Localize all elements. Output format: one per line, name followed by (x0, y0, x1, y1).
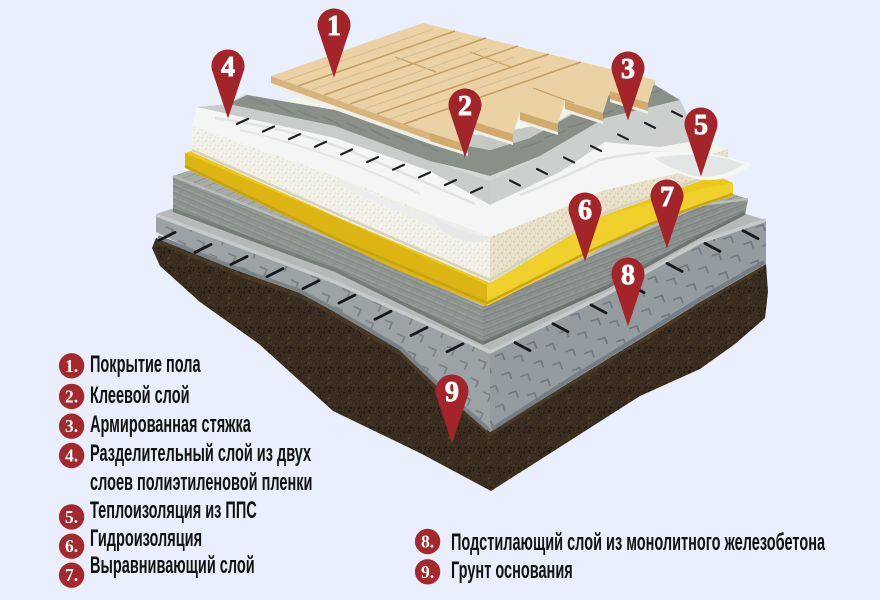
svg-text:4: 4 (221, 52, 235, 83)
svg-text:5.: 5. (65, 507, 78, 527)
svg-text:3: 3 (621, 54, 635, 85)
svg-text:5: 5 (694, 110, 708, 141)
svg-text:9.: 9. (421, 562, 434, 582)
svg-text:7: 7 (660, 182, 674, 213)
svg-text:6.: 6. (65, 536, 78, 556)
svg-text:6: 6 (578, 195, 592, 226)
svg-text:4.: 4. (65, 446, 78, 466)
svg-text:8.: 8. (421, 532, 434, 552)
svg-text:1.: 1. (65, 356, 78, 376)
svg-text:7.: 7. (65, 565, 78, 585)
svg-text:9: 9 (445, 377, 459, 408)
svg-text:2: 2 (458, 91, 472, 122)
svg-text:1: 1 (327, 11, 341, 42)
svg-text:3.: 3. (65, 416, 78, 436)
svg-text:2.: 2. (65, 386, 78, 406)
svg-text:8: 8 (621, 260, 635, 291)
